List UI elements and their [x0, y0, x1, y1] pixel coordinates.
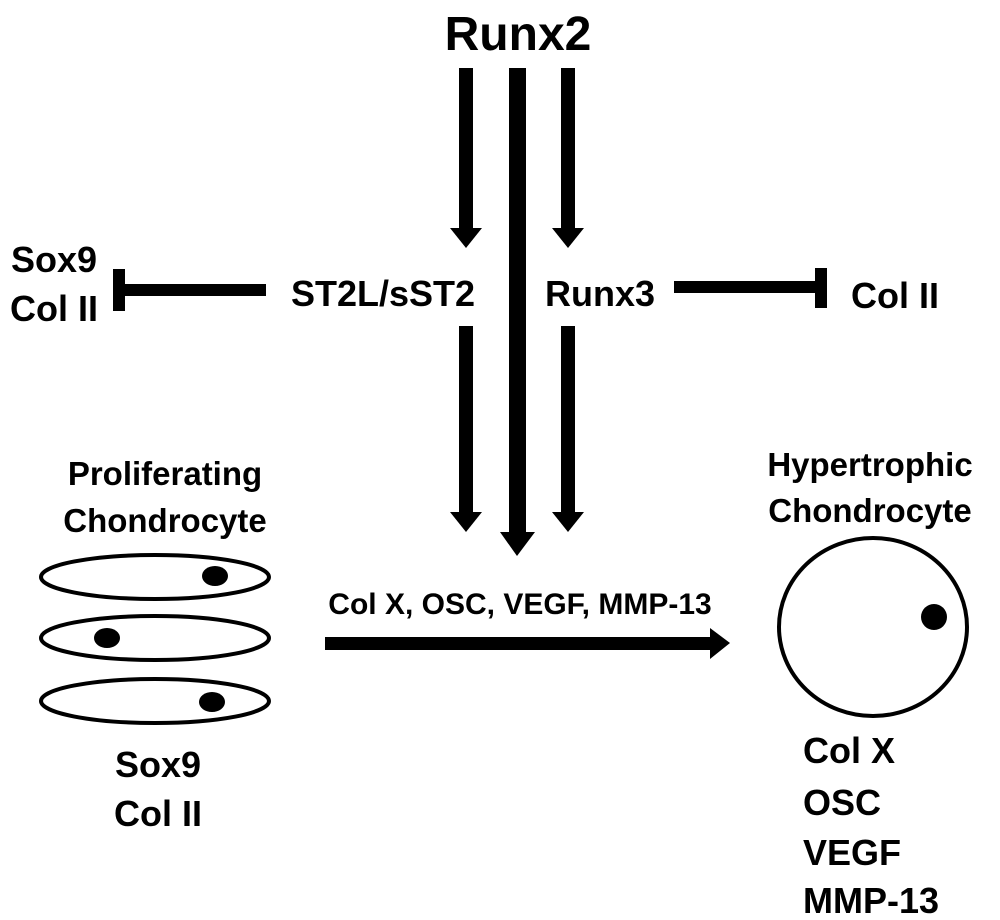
chondrocyte-cell — [39, 677, 271, 725]
cell-nucleus — [199, 692, 225, 712]
arrow-runx2-to-st2 — [450, 68, 482, 248]
cell-nucleus — [94, 628, 120, 648]
proliferating-marker-sox9: Sox9 — [115, 744, 201, 785]
hypertrophic-chondrocyte — [777, 536, 969, 718]
arrow-proliferating-to-hypertrophic — [325, 628, 730, 659]
diagram-title: Runx2 — [445, 8, 592, 61]
arrow-runx2-to-runx3 — [552, 68, 584, 248]
left-inhibited-col2: Col II — [10, 288, 98, 329]
mediator-st2: ST2L/sST2 — [291, 273, 475, 314]
arrow-runx2-direct — [500, 68, 535, 556]
hypertrophic-marker: Col X — [803, 730, 895, 771]
proliferating-chondrocyte-stack — [39, 553, 271, 725]
arrow-runx3-to-transition — [552, 326, 584, 532]
transition-label: Col X, OSC, VEGF, MMP-13 — [328, 588, 711, 621]
cell-nucleus — [921, 604, 947, 630]
arrow-st2-to-transition — [450, 326, 482, 532]
chondrocyte-cell — [39, 553, 271, 601]
hypertrophic-marker: MMP-13 — [803, 880, 939, 920]
mediator-runx3: Runx3 — [545, 273, 655, 314]
hypertrophic-label-line1: Hypertrophic — [767, 446, 972, 483]
cell-nucleus — [202, 566, 228, 586]
hypertrophic-label-line2: Chondrocyte — [768, 492, 972, 529]
right-inhibited-col2: Col II — [851, 275, 939, 316]
hypertrophic-marker: VEGF — [803, 832, 901, 873]
inhibition-runx3-to-col2 — [674, 268, 827, 308]
proliferating-marker-col2: Col II — [114, 793, 202, 834]
chondrocyte-cell — [39, 614, 271, 662]
hypertrophic-marker: OSC — [803, 782, 881, 823]
left-inhibited-sox9: Sox9 — [11, 239, 97, 280]
proliferating-label-line1: Proliferating — [68, 455, 262, 492]
proliferating-label-line2: Chondrocyte — [63, 502, 267, 539]
inhibition-st2-to-sox9 — [113, 269, 266, 311]
